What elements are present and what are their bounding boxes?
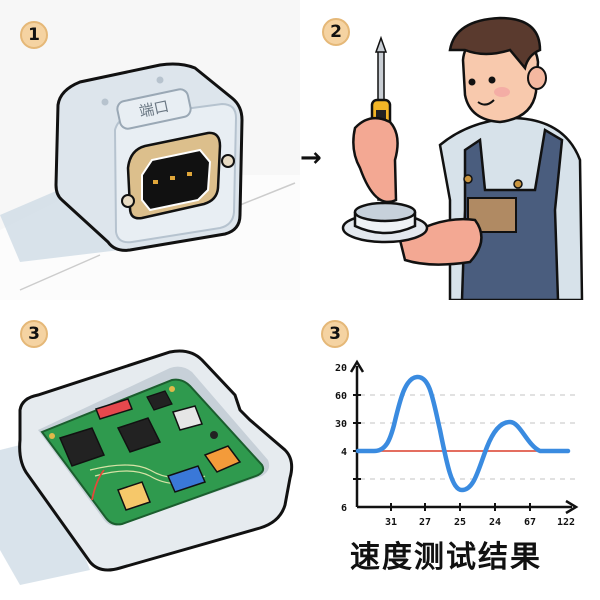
x-tick-label: 67 xyxy=(524,517,536,528)
hair xyxy=(448,16,542,71)
x-tick-label: 27 xyxy=(419,517,431,528)
x-tick-label: 24 xyxy=(489,517,501,528)
x-tick-label: 31 xyxy=(385,517,397,528)
pcb-illustration xyxy=(0,349,294,585)
step-badge-4: 3 xyxy=(321,320,349,348)
x-tick-label: 122 xyxy=(557,517,575,528)
step-badge-1: 1 xyxy=(20,21,48,49)
y-tick-label: 4 xyxy=(341,447,347,458)
arrow-icon: → xyxy=(300,143,322,173)
speed-curve xyxy=(355,374,571,493)
y-tick-label: 20 xyxy=(335,363,347,374)
panel-step-3: 3 xyxy=(0,300,300,600)
technician-illustration xyxy=(341,16,584,302)
y-tick-label: 6 xyxy=(341,503,347,514)
chart-title: 速度测试结果 xyxy=(350,540,542,575)
y-tick-label: 30 xyxy=(335,419,347,430)
port-label: 端口 xyxy=(137,97,170,121)
port-illustration: 端口 xyxy=(0,62,300,300)
shadow xyxy=(0,185,120,262)
y-tick-label: 60 xyxy=(335,391,347,402)
x-tick-label: 25 xyxy=(454,517,466,528)
chip xyxy=(116,417,162,453)
chip xyxy=(58,427,106,467)
red-connector xyxy=(95,398,133,420)
step-badge-2: 2 xyxy=(322,18,350,46)
panel-step-2: 2 xyxy=(300,0,600,302)
step-badge-3: 3 xyxy=(20,320,48,348)
panel-step-1: 端口 1 xyxy=(0,0,300,300)
